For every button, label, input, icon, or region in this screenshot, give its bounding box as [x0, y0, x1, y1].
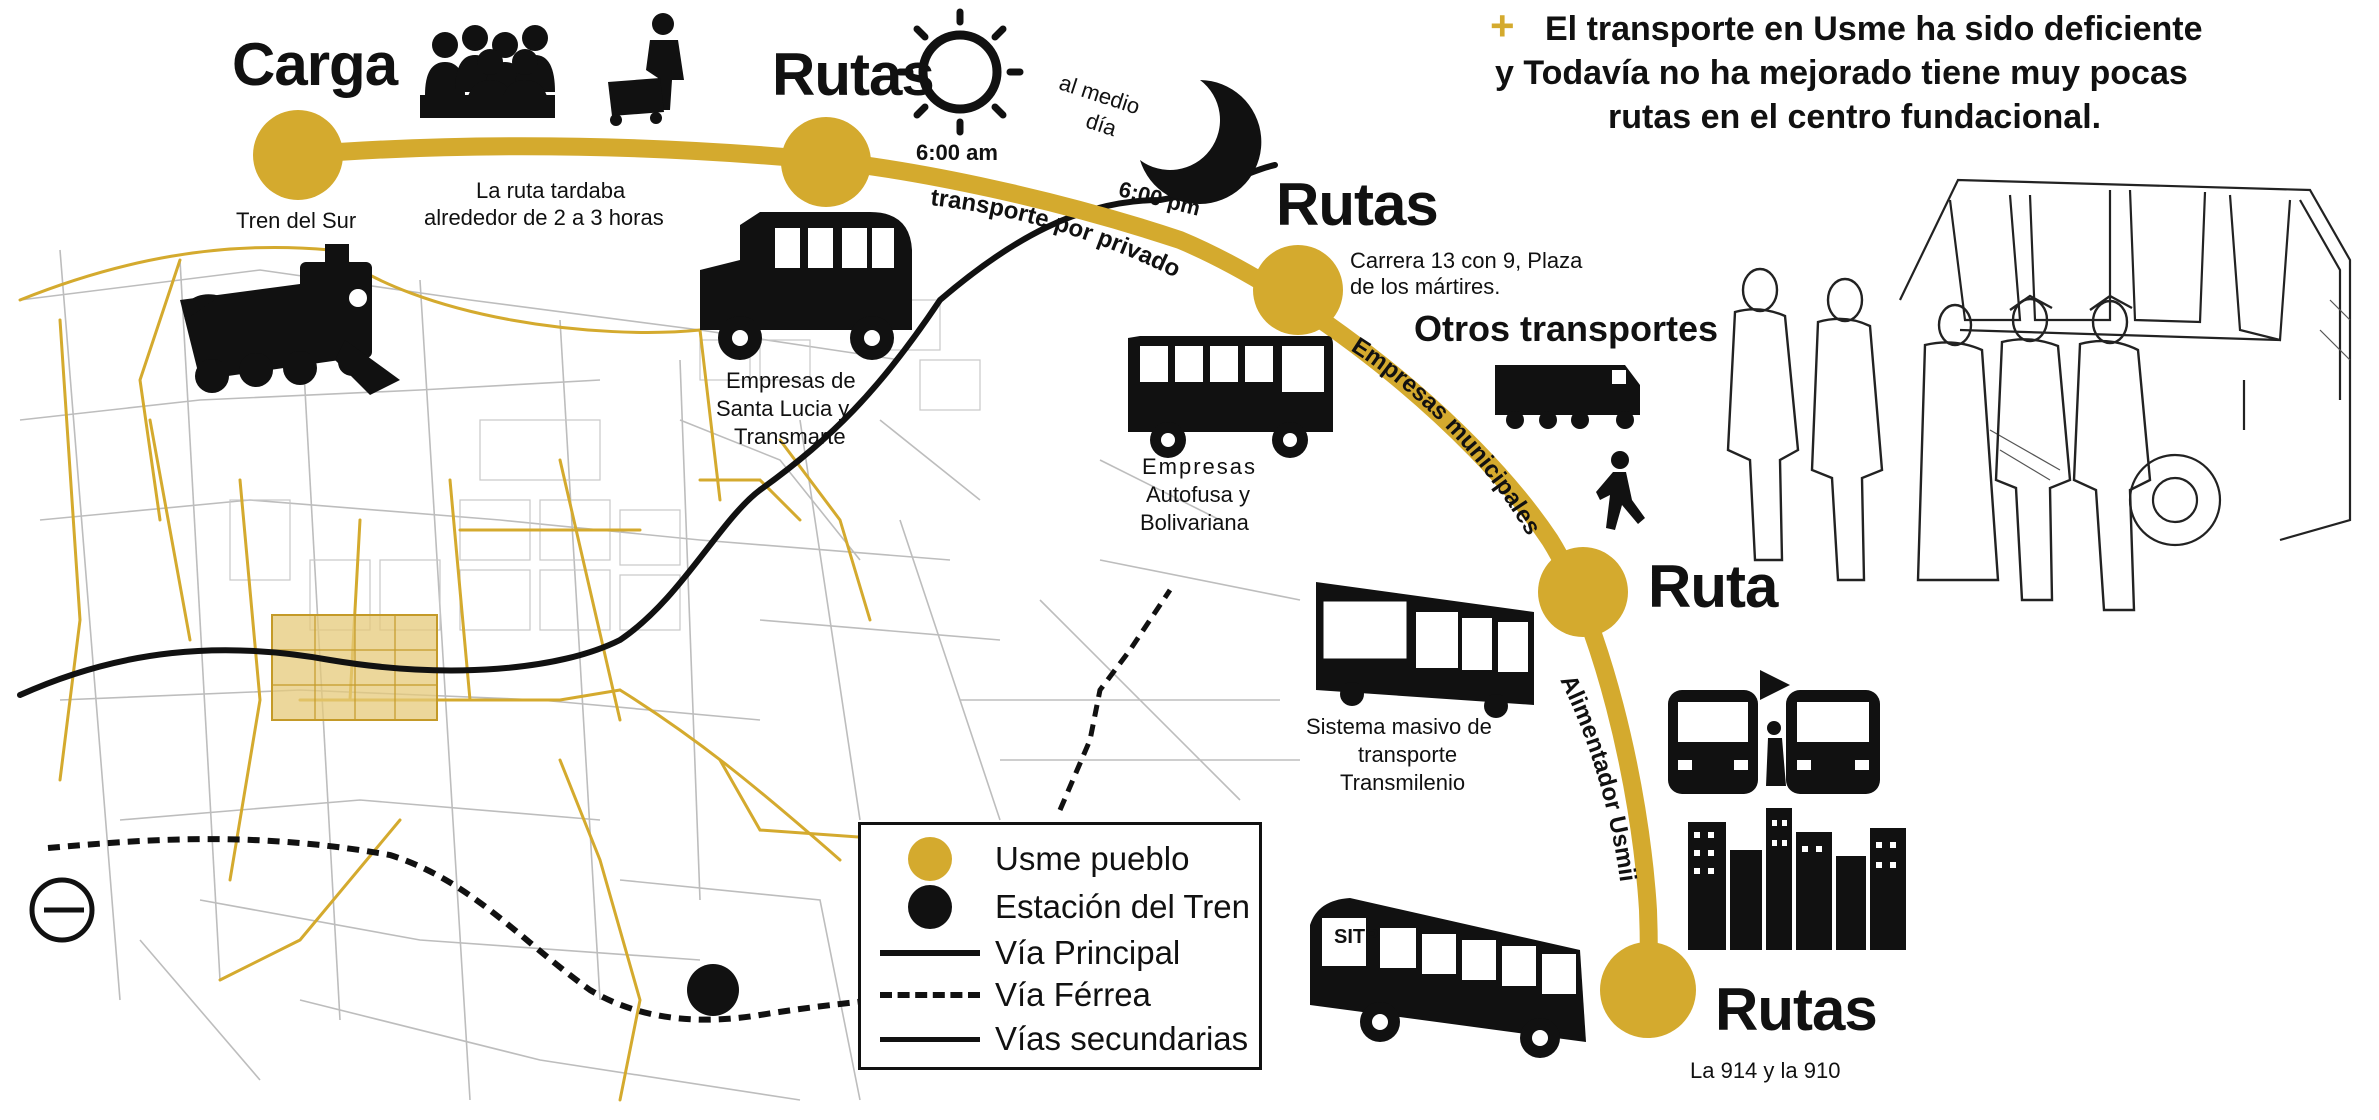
trucks-icon: [1495, 365, 1640, 429]
time-6am: 6:00 am: [916, 140, 998, 165]
caption-ruta-line2: alrededor de 2 a 3 horas: [424, 205, 664, 230]
transmilenio-bus-icon: [1316, 582, 1534, 718]
legend-item-usme-pueblo: Usme pueblo: [875, 837, 1190, 881]
legend-label: Estación del Tren: [995, 888, 1250, 925]
legend-label: Usme pueblo: [995, 840, 1190, 877]
caption-ruta-line1: La ruta tardaba: [476, 178, 626, 203]
caption-transmilenio-1: Sistema masivo de: [1306, 714, 1492, 739]
stop-dot-ruta: [1538, 547, 1628, 637]
sitp-bus-icon: [1310, 898, 1586, 1058]
stop-title-rutas-1: Rutas: [772, 41, 935, 108]
caption-otros-transportes: Otros transportes: [1414, 308, 1719, 349]
sitp-label: SITP: [1334, 926, 1379, 948]
legend-item-estacion: Estación del Tren: [875, 885, 1250, 929]
stop-title-carga: Carga: [232, 31, 398, 98]
caption-carrera-line2: de los mártires.: [1350, 274, 1501, 299]
legend-station-dot: [908, 885, 952, 929]
caption-autofusa-2: Autofusa y: [1146, 482, 1250, 507]
city-skyline-icon: [1688, 808, 1906, 950]
note-line-1: El transporte en Usme ha sido deficiente: [1545, 10, 2203, 48]
legend-label: Vías secundarias: [995, 1020, 1249, 1057]
railway-branch: [1057, 588, 1173, 811]
stop-title-rutas-2: Rutas: [1276, 171, 1439, 238]
secondary-streets: [19, 249, 1301, 1101]
caption-santa-lucia-1: Empresas de: [726, 368, 856, 393]
stop-dot-rutas-1: [781, 117, 871, 207]
train-station-marker: [687, 964, 739, 1016]
legend-route-dot: [908, 837, 952, 881]
compass-icon: [29, 877, 95, 943]
caption-transmilenio-2: transporte: [1358, 742, 1458, 767]
caption-santa-lucia-2: Santa Lucia y: [716, 396, 850, 421]
caption-carrera-line1: Carrera 13 con 9, Plaza: [1350, 248, 1583, 273]
stop-title-rutas-3: Rutas: [1715, 976, 1878, 1043]
note-bullet: +: [1490, 2, 1515, 49]
caption-rutas-final: La 914 y la 910: [1690, 1058, 1841, 1083]
people-illustration-icon: [1726, 178, 2352, 612]
note-line-2: y Todavía no ha mejorado tiene muy pocas: [1495, 54, 2188, 92]
crowd-icon: [420, 25, 555, 118]
caption-santa-lucia-3: Transmarte: [734, 424, 846, 449]
caption-tren-del-sur: Tren del Sur: [236, 208, 357, 233]
railway: [47, 836, 961, 1023]
truck-icon: [700, 212, 912, 360]
map-legend: Usme pueblo Estación del Tren Vía Princi…: [858, 822, 1262, 1070]
train-icon: [180, 244, 400, 395]
bus-icon: [1128, 336, 1333, 458]
note-line-3: rutas en el centro fundacional.: [1608, 98, 2102, 136]
legend-item-vias-secundarias: Vías secundarias: [875, 1019, 1248, 1059]
main-road: [17, 162, 1278, 698]
moon-icon: [1140, 80, 1262, 204]
legend-item-via-principal: Vía Principal: [875, 933, 1180, 973]
stop-dot-carga: [253, 110, 343, 200]
stop-title-ruta: Ruta: [1648, 553, 1778, 620]
legend-solid-line: [880, 1036, 980, 1042]
caption-autofusa-1: Empresas: [1142, 454, 1258, 479]
legend-dashed-line: [880, 992, 980, 998]
stop-dot-rutas-3: [1600, 942, 1696, 1038]
caption-transmilenio-3: Transmilenio: [1340, 770, 1466, 795]
caption-autofusa-3: Bolivariana: [1140, 510, 1249, 535]
legend-solid-line: [880, 950, 980, 956]
arc-label-municipal: Empresas municipales: [1347, 332, 1546, 539]
cargo-worker-icon: [608, 13, 684, 126]
legend-label: Vía Férrea: [995, 976, 1151, 1013]
stop-dot-rutas-2: [1253, 245, 1343, 335]
legend-item-via-ferrea: Vía Férrea: [875, 975, 1151, 1015]
walking-person-icon: [1596, 451, 1645, 530]
legend-label: Vía Principal: [995, 934, 1181, 971]
sun-icon: [896, 8, 1024, 136]
articulated-bus-icon: [1668, 670, 1880, 794]
